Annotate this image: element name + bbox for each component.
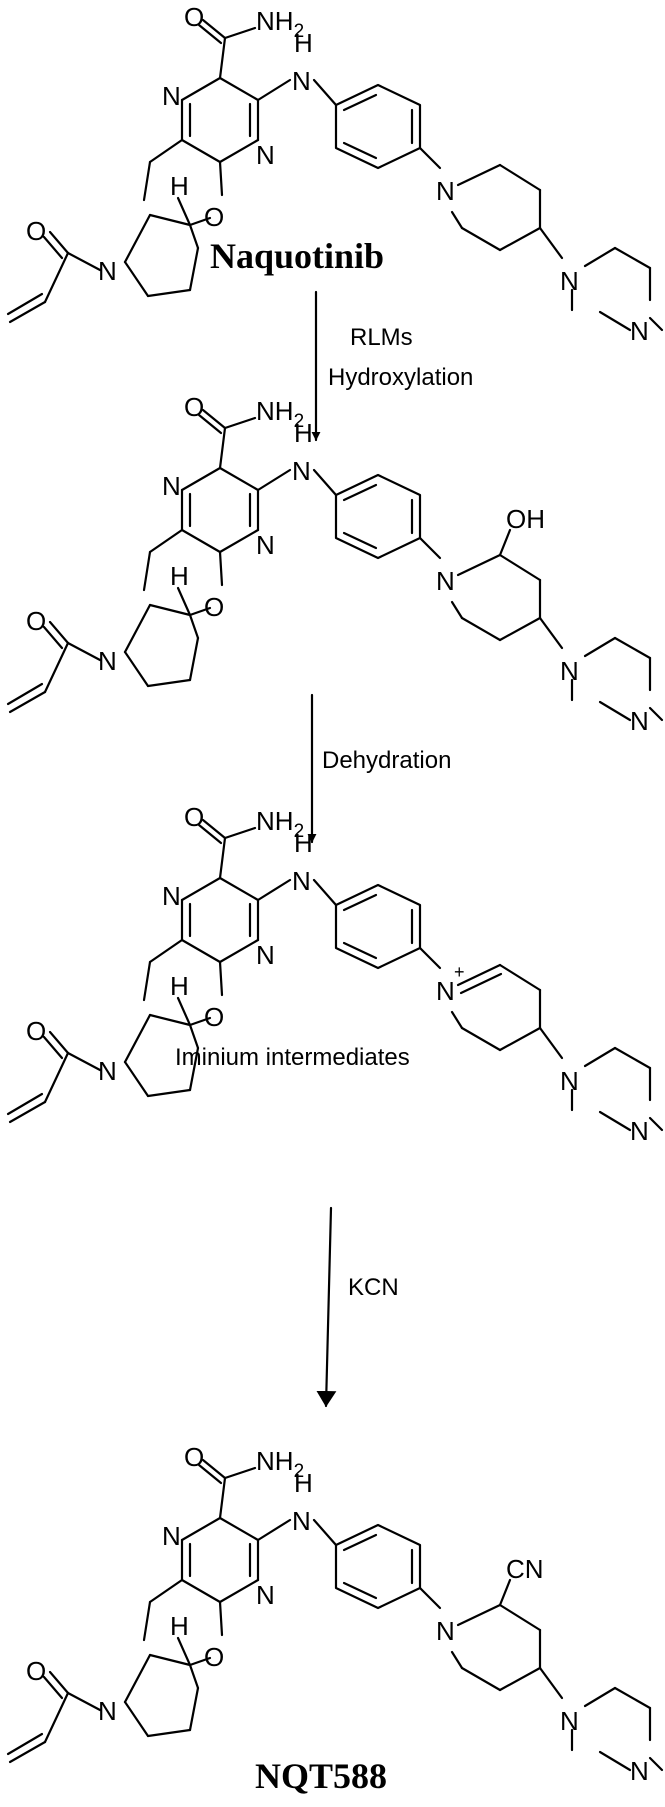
atom-h-label: H [294,1468,313,1498]
atom-n-label: N [256,530,275,560]
atom-n-label: N [292,66,311,96]
atom-o-label: O [184,392,204,422]
arrow-label: RLMs [350,324,413,351]
atom-n-label: N [256,140,275,170]
atom-o-label: O [26,216,46,246]
molecule-atoms: O NH2 H N N N N N N H O N O [26,392,649,736]
atom-n-label: N [162,81,181,111]
intermediate-label: Iminium intermediates [175,1044,410,1071]
atom-n-label: N [98,646,117,676]
substituent-label: OH [506,504,545,534]
atom-o-label: O [26,606,46,636]
reaction-arrow: RLMs Hydroxylation [311,290,473,442]
atom-n-label: N [560,656,579,686]
atom-o-label: O [204,1642,224,1672]
arrow-line [316,1206,337,1408]
atom-n-methyl-label: N [630,316,649,346]
atom-nh2-label: NH2 [256,806,304,842]
atom-o-label: O [204,1002,224,1032]
atom-o-label: O [204,592,224,622]
molecule-atoms: O NH2 H N N N N N N H O N O + [26,802,649,1146]
molecule-bonds [6,408,664,722]
atom-n-label: N [436,566,455,596]
atom-n-methyl-label: N [630,1756,649,1786]
molecule-nqt588: O NH2 H N N N N N N H O N O CN NQT588 [6,1442,664,1796]
atom-n-label: N [98,256,117,286]
atom-n-label: N [256,1580,275,1610]
atom-o-label: O [184,1442,204,1472]
atom-o-label: O [204,202,224,232]
atom-h-label: H [294,418,313,448]
molecule-naquotinib: O NH2 H N N N N N N H O N O Naquotinib [6,2,664,346]
molecule-bonds [6,1458,664,1772]
atom-n-label: N [162,1521,181,1551]
atom-o-label: O [184,802,204,832]
atom-n-methyl-label: N [630,1116,649,1146]
atom-n-label: N [436,976,455,1006]
atom-n-label: N [98,1696,117,1726]
atom-n-label: N [256,940,275,970]
atom-o-label: O [184,2,204,32]
atom-h-label: H [170,1611,189,1641]
atom-n-label: N [292,456,311,486]
molecule-atoms: O NH2 H N N N N N N H O N O [26,2,649,346]
arrow-label: KCN [348,1274,399,1301]
molecule-atoms: O NH2 H N N N N N N H O N O [26,1442,649,1786]
arrow-label: Hydroxylation [328,364,473,391]
molecule-hydroxylated: O NH2 H N N N N N N H O N O OH [6,392,664,736]
compound-name: Naquotinib [210,236,384,276]
atom-h-label: H [294,28,313,58]
arrow-label: Dehydration [322,747,451,774]
atom-n-label: N [292,1506,311,1536]
reaction-arrow: Dehydration [307,693,451,844]
atom-n-label: N [292,866,311,896]
atom-n-label: N [560,1706,579,1736]
atom-nh2-label: NH2 [256,6,304,42]
reaction-arrow: KCN [316,1206,399,1408]
atom-n-methyl-label: N [630,706,649,736]
atom-o-label: O [26,1016,46,1046]
molecule-bonds [6,818,664,1132]
atom-h-label: H [170,171,189,201]
atom-h-label: H [294,828,313,858]
charge-plus-label: + [454,962,465,982]
molecule-bonds [6,18,664,332]
atom-n-label: N [436,1616,455,1646]
substituent-label: CN [506,1554,544,1584]
atom-n-label: N [560,1066,579,1096]
atom-nh2-label: NH2 [256,396,304,432]
atom-h-label: H [170,971,189,1001]
atom-nh2-label: NH2 [256,1446,304,1482]
compound-name: NQT588 [255,1756,387,1796]
atom-n-label: N [162,881,181,911]
molecule-iminium-intermediate: O NH2 H N N N N N N H O N O + Iminium in… [6,802,664,1146]
atom-n-label: N [162,471,181,501]
atom-h-label: H [170,561,189,591]
atom-n-label: N [560,266,579,296]
atom-o-label: O [26,1656,46,1686]
atom-n-label: N [436,176,455,206]
atom-n-label: N [98,1056,117,1086]
